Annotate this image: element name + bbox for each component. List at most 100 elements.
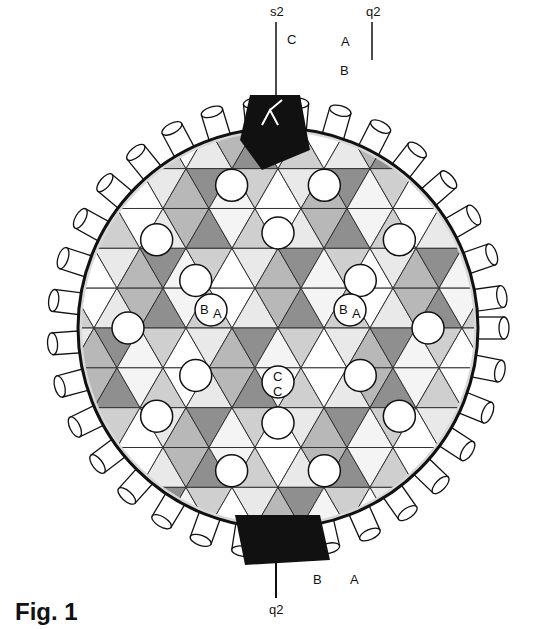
protein-subunit	[25, 129, 71, 169]
protein-subunit	[416, 89, 462, 129]
protein-subunit	[347, 89, 393, 129]
protein-subunit	[439, 248, 485, 288]
subunit-label: A	[212, 307, 223, 320]
protein-subunit	[416, 487, 462, 527]
protein-subunit	[485, 89, 531, 129]
cylinder-end	[334, 294, 366, 326]
protein-subunit	[508, 208, 554, 248]
protrusion-cylinders	[47, 97, 509, 559]
protein-subunit	[439, 169, 485, 209]
protein-subunit	[462, 567, 508, 607]
protein-subunit	[439, 208, 485, 248]
axis-label: s2	[269, 5, 285, 18]
protein-subunit	[0, 408, 25, 448]
protein-subunit	[508, 129, 554, 169]
protein-subunit	[2, 527, 48, 567]
protein-subunit	[2, 169, 48, 209]
cylinder-end	[112, 312, 144, 344]
protein-subunit	[48, 408, 94, 448]
protein-subunit	[416, 169, 462, 209]
protein-subunit	[232, 567, 278, 607]
cylinder-end	[216, 169, 248, 201]
protein-subunit	[324, 487, 370, 527]
subunit-label: B	[199, 303, 210, 316]
protein-subunit	[117, 527, 163, 567]
protein-subunit	[508, 169, 554, 209]
protein-subunit	[0, 527, 2, 567]
protein-subunit	[439, 288, 485, 328]
protein-subunit	[25, 527, 71, 567]
protein-subunit	[508, 368, 554, 408]
protein-subunit	[48, 248, 94, 288]
protein-subunit	[0, 487, 2, 527]
protein-subunit	[0, 368, 2, 408]
protein-subunit	[416, 129, 462, 169]
subunit-label: C	[272, 385, 283, 398]
cylinder-end	[180, 360, 212, 392]
protein-subunit	[48, 368, 94, 408]
protein-subunit	[48, 448, 94, 488]
protein-subunit	[508, 288, 554, 328]
protein-subunit	[25, 328, 71, 368]
subunit-label: A	[349, 573, 360, 586]
protein-subunit	[554, 89, 557, 129]
cylinder-end	[412, 312, 444, 344]
protein-subunit	[163, 89, 209, 129]
cylinder-end	[262, 366, 294, 398]
protein-subunit	[2, 368, 48, 408]
cylinder-end	[262, 217, 294, 249]
protein-subunit	[485, 169, 531, 209]
protein-subunit	[554, 527, 557, 567]
protein-subunit	[2, 288, 48, 328]
protein-subunit	[485, 527, 531, 567]
protein-subunit	[439, 129, 485, 169]
protein-subunit	[531, 288, 557, 328]
subunit-label: B	[312, 573, 323, 586]
protein-subunit	[163, 527, 209, 567]
protein-subunit	[347, 567, 393, 607]
protein-subunit	[485, 448, 531, 488]
protein-subunit	[554, 487, 557, 527]
protein-subunit	[439, 448, 485, 488]
protein-subunit	[531, 129, 557, 169]
protein-subunit	[393, 169, 439, 209]
symmetry-axis	[275, 22, 277, 95]
protein-subunit	[554, 208, 557, 248]
protein-subunit	[94, 129, 140, 169]
protein-subunit	[554, 129, 557, 169]
protein-subunit	[508, 487, 554, 527]
protein-subunit	[324, 89, 370, 129]
cylinder-end	[141, 224, 173, 256]
cylinder-end	[308, 169, 340, 201]
protein-subunit	[278, 567, 324, 607]
protein-subunit	[324, 567, 370, 607]
protein-subunit	[2, 448, 48, 488]
protein-subunit	[301, 89, 347, 129]
protein-subunit	[2, 328, 48, 368]
subunit-label: A	[351, 307, 362, 320]
protein-subunit	[393, 527, 439, 567]
protein-subunit	[117, 567, 163, 607]
protein-subunit	[531, 408, 557, 448]
protein-subunit	[554, 248, 557, 288]
cylinder-end	[344, 360, 376, 392]
protein-subunit	[71, 89, 117, 129]
protein-subunit	[462, 288, 508, 328]
subunit-label: A	[340, 35, 351, 48]
protein-subunit	[531, 448, 557, 488]
protein-subunit	[462, 89, 508, 129]
protein-subunit	[0, 408, 2, 448]
protein-subunit	[416, 527, 462, 567]
protein-subunit	[462, 408, 508, 448]
protein-subunit	[531, 567, 557, 607]
protein-subunit	[462, 487, 508, 527]
protein-subunit	[347, 487, 393, 527]
protein-subunit	[439, 89, 485, 129]
protein-subunit	[0, 169, 2, 209]
protein-subunit	[0, 208, 2, 248]
subunit-label: B	[339, 64, 350, 77]
protein-subunit	[0, 448, 2, 488]
protein-subunit	[485, 487, 531, 527]
protein-subunit	[531, 527, 557, 567]
protein-subunit	[0, 129, 25, 169]
